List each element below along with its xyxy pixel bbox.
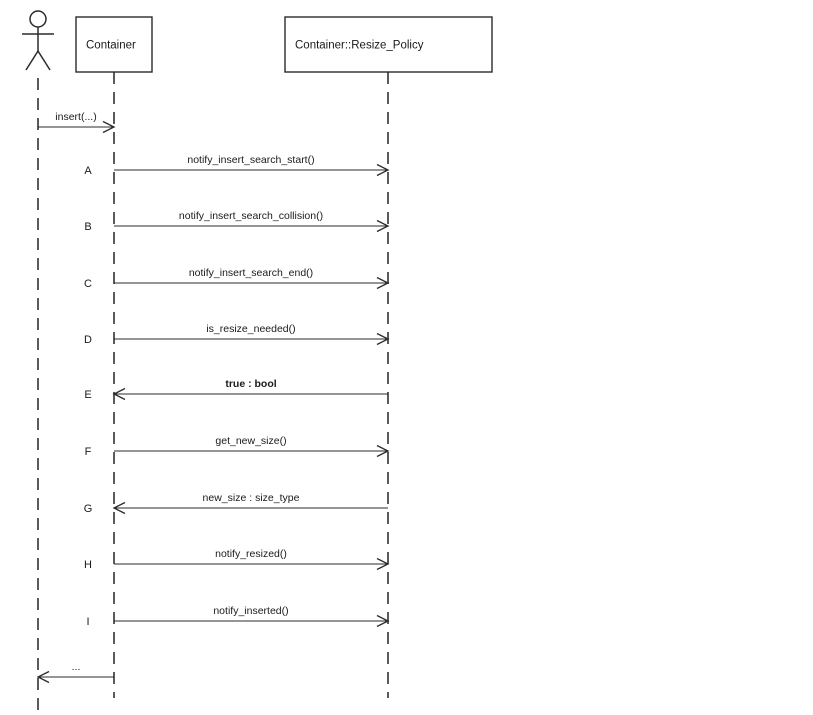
messages-group: insert(...) notify_insert_search_start() A… [36,111,390,684]
message-label: true : bool [225,378,276,390]
message-a[interactable]: notify_insert_search_start() [114,154,390,177]
message-unlabeled-0[interactable]: insert(...) [38,111,116,134]
participant-label-container: Container [86,40,136,52]
message-label: ... [72,661,81,673]
participant-boxes-group: Container Container::Resize_Policy [75,16,493,73]
message-e[interactable]: true : bool [112,378,388,401]
message-label: insert(...) [55,111,96,123]
actor-head-icon [29,10,47,28]
message-i[interactable]: notify_inserted() [114,605,390,628]
lifelines-group [37,72,389,710]
participant-box-resize_policy[interactable] [284,16,493,73]
step-label-a: A [84,165,92,177]
participant-label-resize_policy: Container::Resize_Policy [295,40,424,52]
step-label-f: F [85,446,92,458]
message-b[interactable]: notify_insert_search_collision() [114,210,390,233]
step-label-d: D [84,334,92,346]
message-arrow-head-icon [376,557,390,571]
message-label: is_resize_needed() [206,323,295,335]
message-f[interactable]: get_new_size() [114,435,390,458]
message-arrow-head-icon [376,163,390,177]
message-arrow-head-icon [376,276,390,290]
message-label: notify_insert_search_end() [189,267,313,279]
step-label-e: E [84,389,91,401]
message-g[interactable]: new_size : size_type [112,492,388,515]
message-c[interactable]: notify_insert_search_end() [114,267,390,290]
step-label-g: G [84,503,93,515]
message-h[interactable]: notify_resized() [114,548,390,571]
participant-box-container[interactable] [75,16,153,73]
step-label-h: H [84,559,92,571]
step-label-c: C [84,278,92,290]
message-arrow-head-icon [376,614,390,628]
message-label: get_new_size() [215,435,286,447]
message-label: notify_resized() [215,548,287,560]
message-arrow-head-icon [376,332,390,346]
actor-left-leg-line [25,50,39,71]
message-arrow-head-icon [112,387,126,401]
message-d[interactable]: is_resize_needed() [114,323,390,346]
step-label-b: B [84,221,91,233]
message-label: notify_insert_search_collision() [179,210,323,222]
message-arrow-head-icon [376,444,390,458]
actor-stick-figure [22,10,54,71]
message-label: new_size : size_type [203,492,300,504]
actor-right-leg-line [37,50,51,71]
message-label: notify_inserted() [213,605,288,617]
message-arrow-head-icon [102,120,116,134]
message-arrow-head-icon [112,501,126,515]
message-arrow-head-icon [36,670,50,684]
step-label-i: I [86,616,89,628]
message-label: notify_insert_search_start() [187,154,314,166]
message-arrow-head-icon [376,219,390,233]
message-unlabeled-10[interactable]: ... [36,661,114,684]
